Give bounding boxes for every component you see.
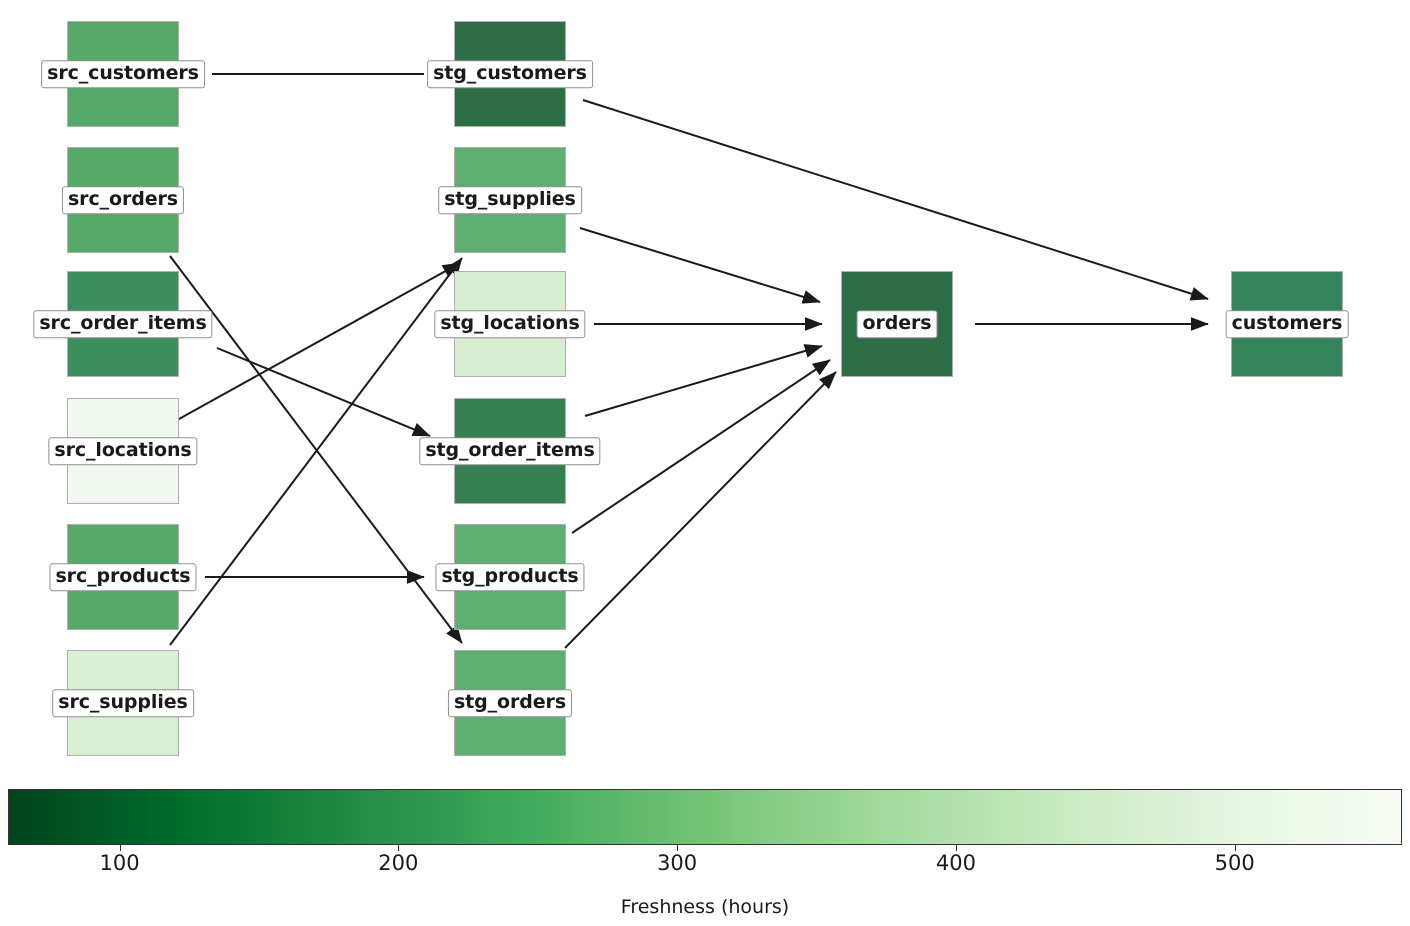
node-label-stg_orders: stg_orders [447, 689, 573, 717]
node-label-stg_locations: stg_locations [434, 310, 586, 338]
edge-src_locations-to-stg_locations [169, 262, 461, 425]
node-label-src_orders: src_orders [61, 186, 185, 214]
edge-stg_customers-to-customers [582, 99, 1209, 301]
node-label-src_customers: src_customers [41, 60, 205, 88]
node-label-stg_order_items: stg_order_items [419, 437, 601, 465]
colorbar[interactable]: 100 200 300 400 500 [8, 789, 1402, 875]
node-label-stg_products: stg_products [435, 563, 585, 591]
colorbar-tick-label-400: 400 [935, 851, 976, 875]
node-label-stg_customers: stg_customers [427, 60, 593, 88]
node-label-stg_supplies: stg_supplies [438, 186, 582, 214]
edge-src_orders-to-stg_orders [169, 255, 463, 644]
colorbar-title: Freshness (hours) [620, 896, 790, 918]
colorbar-gradient [8, 789, 1402, 845]
colorbar-tick-200 [398, 845, 400, 851]
node-label-src_products: src_products [49, 563, 197, 591]
edge-src_supplies-to-stg_supplies [169, 257, 463, 646]
edge-stg_supplies-to-orders [579, 227, 821, 304]
edge-stg_products-to-orders [571, 359, 831, 534]
node-label-customers: customers [1225, 310, 1349, 338]
colorbar-tick-label-100: 100 [99, 851, 140, 875]
colorbar-tick-100 [119, 845, 121, 851]
edge-src_order_items-to-stg_order_items [216, 347, 431, 437]
edge-stg_orders-to-orders [564, 371, 837, 649]
node-label-orders: orders [856, 310, 938, 338]
colorbar-tick-300 [677, 845, 679, 851]
colorbar-tick-500 [1234, 845, 1236, 851]
colorbar-tick-label-200: 200 [378, 851, 419, 875]
colorbar-tick-label-500: 500 [1214, 851, 1255, 875]
colorbar-tick-400 [955, 845, 957, 851]
colorbar-tick-label-300: 300 [657, 851, 698, 875]
node-label-src_supplies: src_supplies [52, 689, 194, 717]
node-label-src_locations: src_locations [48, 437, 198, 465]
node-label-src_order_items: src_order_items [33, 310, 213, 338]
edge-stg_order_items-to-orders [584, 344, 823, 417]
